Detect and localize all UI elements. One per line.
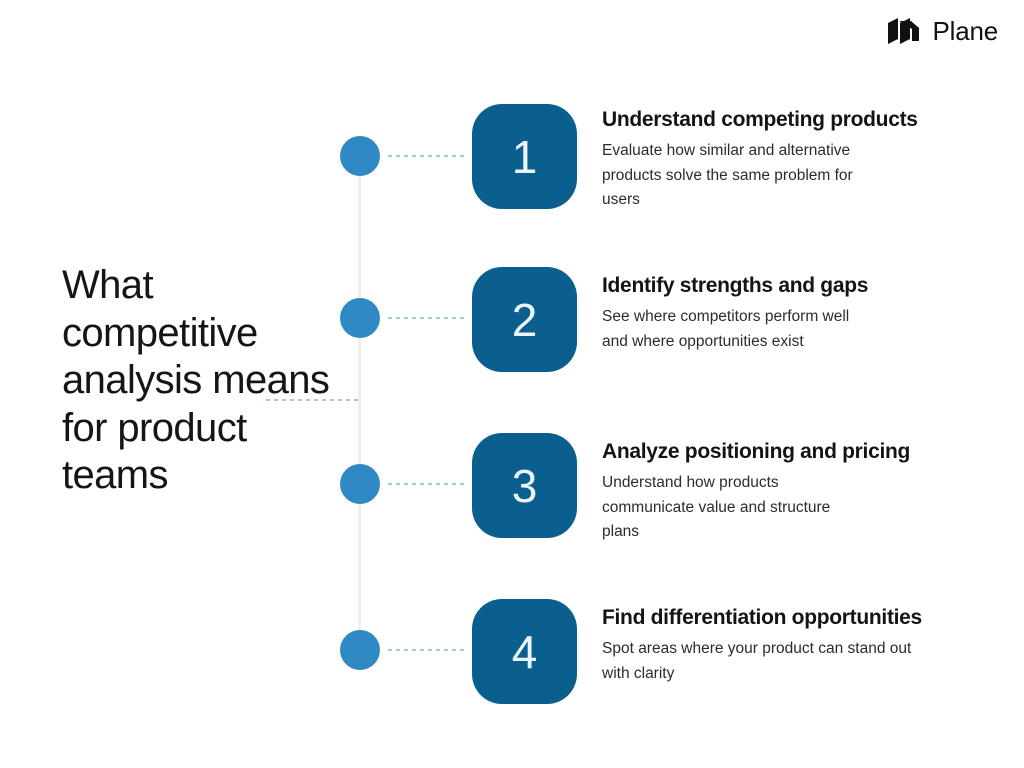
step-dotted-connector-4 [388,649,468,651]
step-content-2: Identify strengths and gaps See where co… [602,274,1002,354]
step-number-badge-3: 3 [472,433,577,538]
step-number-badge-4: 4 [472,599,577,704]
step-description-3: Understand how products communicate valu… [602,474,831,541]
step-marker-dot-1 [340,136,380,176]
step-title-2: Identify strengths and gaps [602,274,869,297]
step-dotted-connector-3 [388,483,468,485]
step-description-1: Evaluate how similar and alternative pro… [602,142,853,209]
step-marker-dot-3 [340,464,380,504]
step-marker-dot-4 [340,630,380,670]
step-dotted-connector-2 [388,317,468,319]
step-description-4: Spot areas where your product can stand … [602,640,912,682]
step-content-3: Analyze positioning and pricing Understa… [602,440,1002,545]
step-title-3: Analyze positioning and pricing [602,440,911,463]
timeline-rail [358,152,361,652]
step-title-1: Understand competing products [602,108,918,131]
step-marker-dot-2 [340,298,380,338]
step-content-4: Find differentiation opportunities Spot … [602,606,1002,686]
step-dotted-connector-1 [388,155,468,157]
plane-logo-icon [887,18,919,44]
title-block: What competitive analysis means for prod… [62,262,337,500]
step-description-2: See where competitors perform well and w… [602,308,850,350]
title-dotted-connector [266,399,359,401]
step-content-1: Understand competing products Evaluate h… [602,108,1002,213]
step-title-4: Find differentiation opportunities [602,606,922,629]
step-number-badge-2: 2 [472,267,577,372]
page-title: What competitive analysis means for prod… [62,263,330,498]
step-number-badge-1: 1 [472,104,577,209]
brand-logo: Plane [886,16,999,46]
brand-wordmark: Plane [932,16,999,46]
